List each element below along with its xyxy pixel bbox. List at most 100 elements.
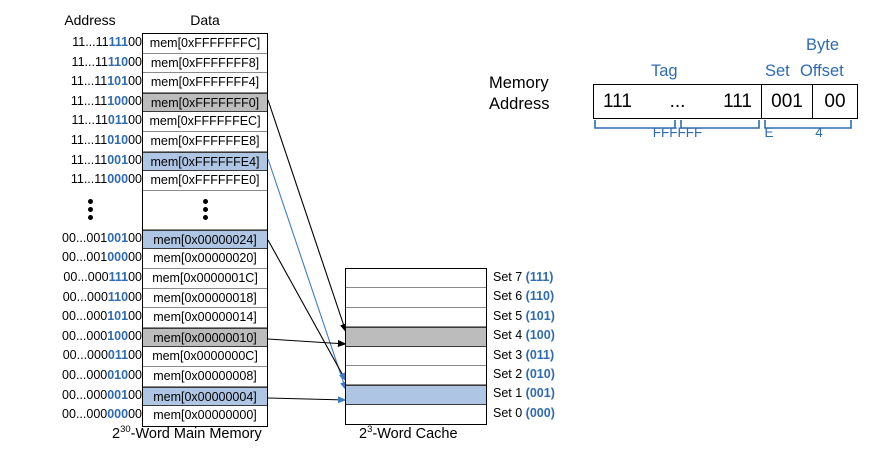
cache-row [346,385,486,405]
address-tag-bits: 11...11 [70,132,108,147]
address-row: 00...00011000 [38,288,142,308]
memory-address-label-line1: Memory [489,74,549,92]
cache-set-label: Set 4 (100) [493,326,555,345]
address-tag-bits: 11...11 [70,74,108,89]
address-offset-bits: 00 [128,250,142,265]
memory-row: mem[0xFFFFFFE0] [143,171,267,191]
memory-row: mem[0x00000018] [143,288,267,309]
address-set-bits: 110 [107,54,129,69]
address-tag-bits: 00...000 [62,367,108,382]
address-offset-bits: 00 [128,132,142,147]
address-tag-bits: 00...000 [62,348,108,363]
cache-row [346,346,486,366]
cache-set-label: Set 2 (010) [493,365,555,384]
cache-set-labels: Set 7 (111)Set 6 (110)Set 5 (101)Set 4 (… [493,268,555,423]
memory-row: mem[0x00000008] [143,366,267,387]
cache-set-name: Set 5 [493,308,526,323]
byte-word-label: Byte [806,36,840,54]
address-offset-bits: 00 [128,54,142,69]
address-tag-bits: 00...000 [63,269,109,284]
address-set-bits: 000 [107,172,129,187]
cache-row [346,269,486,289]
address-tag-bits: 11...11 [72,35,109,49]
memory-row: mem[0xFFFFFFF0] [143,92,267,113]
tag-field-label: Tag [651,62,678,80]
address-tag-bits: 00...000 [62,289,108,304]
memory-row: mem[0x00000014] [143,308,267,328]
memory-caption-rest: -Word Main Memory [130,425,262,442]
field-braces [594,120,852,129]
address-offset-bits: 00 [128,328,142,343]
cache-set-name: Set 4 [493,328,526,343]
memory-address-label: Memory Address [489,73,550,115]
tag-bits-box: 111 ... 111 [594,85,762,118]
address-offset-bits: 00 [128,367,142,382]
address-tag-bits: 11...11 [70,172,108,187]
address-offset-bits: 00 [128,387,142,402]
cache-set-bits: (100) [525,328,555,343]
offset-field-label: Offset [800,62,844,80]
set-bits-box: 001 [762,85,813,118]
tag-bits-left: 111 [603,90,632,112]
address-tag-bits: 00...000 [62,309,108,324]
address-set-bits: 000 [107,407,129,422]
cache-set-bits: (011) [525,347,555,362]
memory-ellipsis-row [143,190,267,230]
address-set-bits: 101 [107,74,129,89]
cache-row [346,327,486,347]
cache-set-label: Set 1 (001) [493,384,555,403]
address-row: 11...1110000 [38,92,142,112]
cache-row [346,365,486,386]
address-row: 11...1101100 [38,111,142,131]
memory-row: mem[0x00000000] [143,406,267,426]
memory-row: mem[0xFFFFFFFC] [143,34,267,54]
address-offset-bits: 00 [128,309,142,324]
memory-row: mem[0xFFFFFFF8] [143,53,267,74]
cache-set-bits: (110) [525,289,555,304]
address-tag-bits: 11...11 [70,93,108,108]
address-offset-bits: 00 [128,35,142,49]
cache-set-name: Set 6 [493,289,526,304]
cache-set-bits: (001) [525,386,555,401]
cache-set-name: Set 2 [493,366,526,381]
memory-row: mem[0x0000001C] [143,268,267,289]
offset-bits-box: 00 [824,90,846,112]
address-tag-bits: 00...000 [62,328,108,343]
address-row: 00...00011100 [38,268,142,288]
memory-row: mem[0x00000024] [143,229,267,250]
address-row: 11...1111100 [38,33,142,53]
address-offset-bits: 00 [128,407,142,422]
address-row: 00...00001100 [38,346,142,366]
tag-bits-right: 111 [723,90,752,112]
arrow-memE4-to-set1 [267,158,347,391]
address-offset-bits: 00 [128,152,142,167]
address-set-bits: 001 [107,387,129,402]
address-set-bits: 011 [107,348,129,363]
data-column-header: Data [190,12,220,28]
memory-row: mem[0xFFFFFFE8] [143,131,267,152]
address-tag-bits: 00...001 [62,230,108,245]
tag-bits-dots: ... [669,90,686,112]
cache-caption: 23-Word Cache [359,424,458,442]
address-set-bits: 001 [107,230,129,245]
cache-caption-rest: -Word Cache [372,425,458,442]
address-row: 00...00000000 [38,405,142,425]
cache-set-label: Set 5 (101) [493,307,555,326]
cache-set-name: Set 0 [493,405,526,420]
cache-row [346,288,486,308]
cache-set-bits: (101) [525,308,555,323]
address-row: 00...00001000 [38,366,142,386]
set-hex-label: E [764,125,774,140]
address-row: 11...1101000 [38,131,142,151]
address-tag-bits: 00...000 [62,387,108,402]
address-row: 00...00010100 [38,307,142,327]
address-offset-bits: 00 [128,93,142,108]
address-row: 11...1100000 [38,170,142,190]
address-set-bits: 010 [107,132,129,147]
cache-set-label: Set 0 (000) [493,404,555,423]
memory-row: mem[0xFFFFFFEC] [143,112,267,132]
address-offset-bits: 00 [128,269,142,284]
address-offset-bits: 00 [128,172,142,187]
address-tag-bits: 00...001 [62,250,108,265]
